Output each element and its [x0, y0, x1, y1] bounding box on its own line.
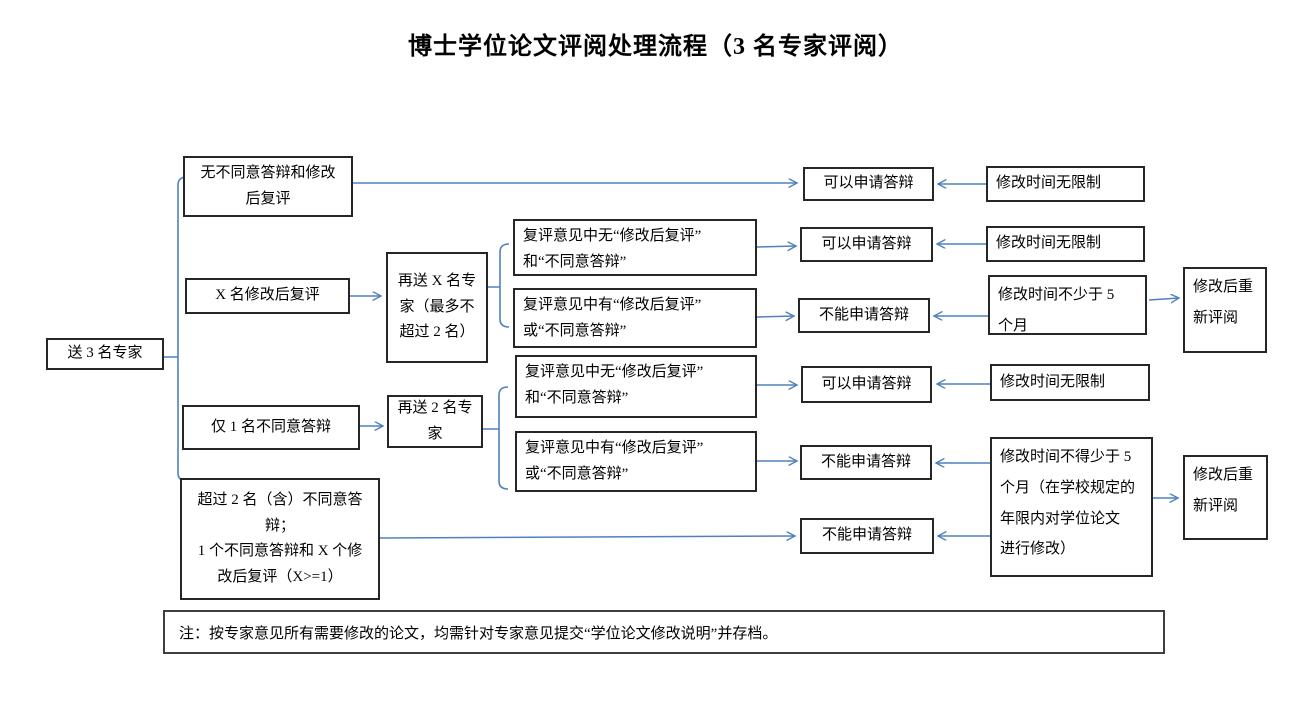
- flow-node-only-one: 仅 1 名不同意答辩: [182, 405, 360, 450]
- flow-node-no-limit-1: 修改时间无限制: [986, 166, 1145, 202]
- arrow-connector: [379, 536, 795, 538]
- flow-node-no-limit-3: 修改时间无限制: [990, 364, 1150, 401]
- flow-node-cant-defend-1: 不能申请答辩: [798, 298, 930, 333]
- flow-node-review1-has: 复评意见中有“修改后复评” 或“不同意答辩”: [513, 288, 757, 348]
- flow-node-no-limit-2: 修改时间无限制: [986, 226, 1145, 262]
- flow-node-resend-2: 再送 2 名专 家: [387, 395, 483, 448]
- flow-node-no-disagree: 无不同意答辩和修改 后复评: [183, 156, 353, 217]
- flow-node-min-5-school: 修改时间不得少于 5 个月（在学校规定的 年限内对学位论文 进行修改）: [990, 437, 1153, 577]
- note-box: 注：按专家意见所有需要修改的论文，均需针对专家意见提交“学位论文修改说明”并存档…: [163, 610, 1165, 654]
- flow-node-can-defend-3: 可以申请答辩: [801, 366, 932, 403]
- flow-node-review2-none: 复评意见中无“修改后复评” 和“不同意答辩”: [515, 355, 757, 418]
- brace-connector: [483, 386, 509, 490]
- brace-connector: [488, 243, 510, 328]
- flow-node-can-defend-2: 可以申请答辩: [800, 227, 933, 262]
- flow-node-review2-has: 复评意见中有“修改后复评” 或“不同意答辩”: [515, 431, 757, 492]
- flow-node-can-defend-1: 可以申请答辩: [803, 167, 934, 201]
- flow-node-review1-none: 复评意见中无“修改后复评” 和“不同意答辩”: [513, 219, 757, 276]
- arrow-connector: [1148, 298, 1179, 300]
- arrow-connector: [756, 316, 794, 317]
- note-text: 注：按专家意见所有需要修改的论文，均需针对专家意见提交“学位论文修改说明”并存档…: [179, 625, 778, 642]
- flow-node-resend-x: 再送 X 名专 家（最多不 超过 2 名）: [386, 252, 488, 363]
- arrow-connector: [756, 246, 796, 247]
- page-title: 博士学位论文评阅处理流程（3 名专家评阅）: [408, 34, 903, 60]
- flow-node-over-two: 超过 2 名（含）不同意答 辩； 1 个不同意答辩和 X 个修 改后复评（X>=…: [180, 478, 380, 600]
- flow-node-cant-defend-3: 不能申请答辩: [800, 518, 934, 554]
- flow-node-min-5-months: 修改时间不少于 5 个月: [988, 275, 1147, 335]
- flow-node-rereview-1: 修改后重 新评阅: [1183, 267, 1267, 353]
- flow-node-cant-defend-2: 不能申请答辩: [800, 445, 932, 480]
- flow-node-x-revise: X 名修改后复评: [185, 278, 350, 314]
- flow-node-start: 送 3 名专家: [46, 338, 164, 370]
- flow-node-rereview-2: 修改后重 新评阅: [1183, 455, 1268, 540]
